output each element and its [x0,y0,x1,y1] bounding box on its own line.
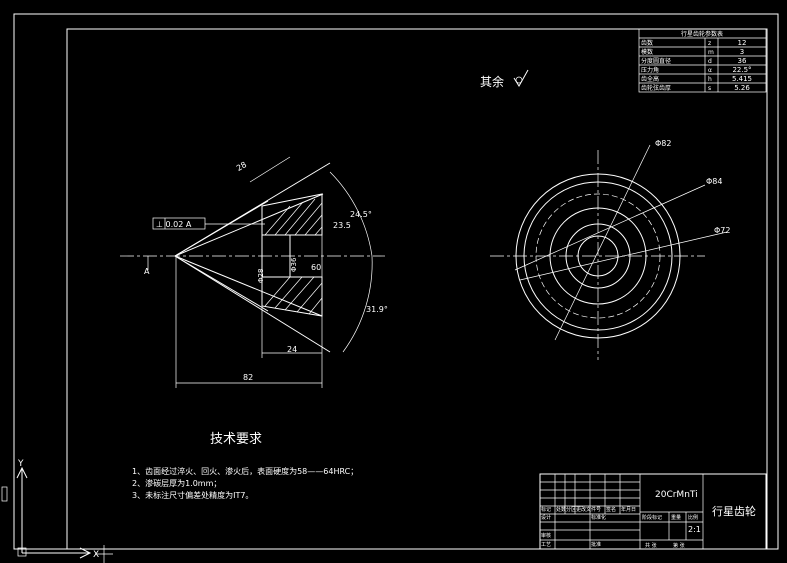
param-table-title: 行星齿轮参数表 [681,30,723,38]
param-row-symbol: h [708,76,712,83]
dim-circle-phi84: Φ84 [706,177,722,186]
param-row-symbol: z [708,40,711,47]
tb-label-zone: 分区 [566,506,576,513]
param-row-symbol: s [708,85,711,92]
grip-icon [1,486,8,502]
param-row-value: 5.415 [732,75,752,83]
tb-label-date: 年月日 [621,506,636,513]
param-row-value: 22.5° [732,66,751,74]
dim-23-5: 23.5 [333,221,351,230]
param-row-value: 5.26 [734,84,750,92]
tb-label-count: 处数 [556,506,566,513]
param-row-value: 12 [738,39,747,47]
tb-label-craft: 工艺 [541,542,551,548]
svg-text:X: X [93,550,99,560]
tech-requirements-title: 技术要求 [210,432,262,447]
title-block-part-name: 行星齿轮 [712,504,756,518]
param-row-symbol: α [708,67,712,74]
param-row-symbol: m [708,49,714,56]
crosshair-cursor-icon [95,545,113,563]
datum-label: A [144,267,150,276]
param-row-name: 齿数 [641,39,653,47]
title-block-material: 20CrMnTi [655,490,698,500]
title-block: 20CrMnTi 行星齿轮 2:1 标记 处数 分区 更改文件号 签名 年月日 … [539,473,767,550]
tb-label-change: 更改文件号 [576,506,601,513]
tb-label-scale: 比例 [688,514,698,521]
tb-label-mark: 标记 [541,506,551,513]
dim-circle-phi72: Φ72 [714,226,730,235]
roughness-note: 其余 [480,74,504,89]
gear-section-view: ⊥ 0.02 A A 28 24.5° 23.5 Φ36 Φ28 60 31.9… [120,156,388,388]
param-row-name: 齿全高 [641,75,659,83]
param-row-value: 36 [738,57,747,65]
param-row-name: 压力角 [641,66,659,74]
tech-requirement-1: 1、齿面经过淬火、回火、渗火后，表面硬度为58——64HRC； [132,466,358,476]
tb-label-stage: 阶段标记 [642,514,662,521]
tech-requirement-3: 3、未标注尺寸偏差处精度为IT7。 [132,490,253,500]
param-row-symbol: d [708,58,712,65]
title-block-scale: 2:1 [688,525,701,534]
svg-text:Y: Y [17,459,24,469]
dim-phi28: Φ28 [257,269,265,283]
ucs-icon[interactable]: Y X [16,459,99,560]
dim-phi36: Φ36 [290,257,298,272]
param-table: 行星齿轮参数表 齿数 z 12 模数 m 3 分度圆直径 d 36 压力角 α 22.5° 齿全高 h 5.… [638,28,767,93]
inner-frame [66,28,768,550]
param-row-name: 齿轮弦齿厚 [641,84,671,92]
tb-label-standard: 标准化 [591,514,606,521]
dim-60: 60 [311,263,321,272]
roughness-symbol [513,69,529,87]
dim-circle-phi82: Φ82 [655,139,671,148]
dim-angle-24-5: 24.5° [350,210,372,219]
param-row-name: 分度圆直径 [641,57,671,65]
dim-24: 24 [287,345,297,354]
gear-circle-view: Φ82 Φ84 Φ72 [490,139,730,360]
dim-angle-31-9: 31.9° [366,305,388,314]
tb-label-total-sheets: 共 张 [645,542,657,549]
param-row-value: 3 [740,48,744,56]
tb-label-sign: 签名 [606,506,616,513]
tb-label-sheet-no: 第 张 [673,542,685,549]
outer-border [13,13,779,550]
dim-82: 82 [243,373,253,382]
tb-label-approve: 批准 [591,541,601,548]
tb-label-weight: 重量 [671,514,681,521]
param-row-name: 模数 [641,48,653,56]
tb-label-design: 设计 [541,514,551,521]
tech-requirement-2: 2、渗碳层厚为1.0mm； [132,478,221,488]
tb-label-review: 审核 [541,532,551,539]
dim-28: 28 [235,160,248,173]
tolerance-frame: ⊥ 0.02 A [156,220,192,229]
